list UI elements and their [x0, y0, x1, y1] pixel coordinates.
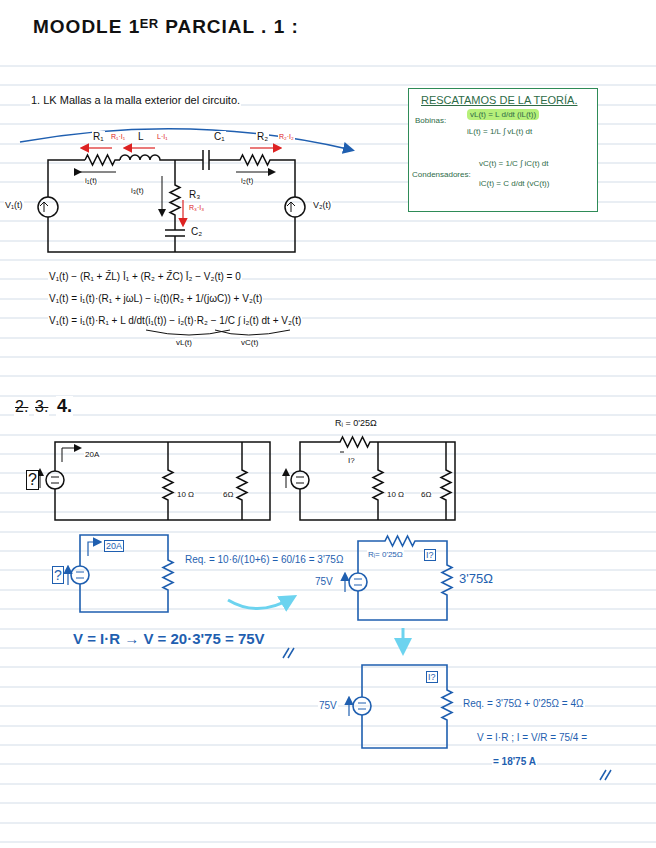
- resistance-label: 3'75Ω: [458, 572, 494, 587]
- current-label: I?: [424, 549, 436, 561]
- ruled-line: [0, 338, 656, 339]
- ruled-line: [0, 241, 656, 242]
- ruled-line: [0, 357, 656, 358]
- current-label: i₂(t): [240, 176, 254, 185]
- current-label: i₃(t): [130, 186, 145, 195]
- equation: Req. = 3'75Ω + 0'25Ω = 4Ω: [462, 698, 585, 710]
- page-title: MOODLE 1ᴱᴿ PARCIAL . 1 :: [32, 16, 300, 38]
- equation: Req. = 10·6/(10+6) = 60/16 = 3'75Ω: [184, 554, 344, 566]
- theory-formula-hl: vL(t) = L d/dt (iL(t)): [467, 109, 539, 120]
- mesh-arrow: [20, 129, 352, 150]
- resistance-label: Rᵢ = 0'25Ω: [334, 418, 378, 428]
- ruled-line: [0, 435, 656, 436]
- current-label: i₁(t): [84, 176, 98, 185]
- ruled-line: [0, 221, 656, 222]
- source-label: V₂(t): [312, 200, 332, 210]
- result: V = I·R → V = 20·3'75 = 75V: [72, 630, 266, 647]
- circuit-with-ri: [286, 437, 455, 520]
- ruled-line: [0, 590, 656, 591]
- struck-number: 2.: [14, 398, 29, 416]
- ruled-line: [0, 551, 656, 552]
- ruled-line: [0, 512, 656, 513]
- ruled-line: [0, 532, 656, 533]
- component-label: R₂: [256, 131, 269, 143]
- ruled-line: [0, 473, 656, 474]
- result: = 18'75 A: [492, 756, 537, 768]
- resistance-label: 10 Ω: [176, 490, 195, 499]
- ruled-line: [0, 687, 656, 688]
- unknown-mark: ?: [26, 470, 39, 490]
- ruled-line: [0, 764, 656, 765]
- current-label: 20A: [104, 540, 124, 552]
- component-label: C₁: [213, 131, 226, 143]
- voltage-note: R₃·I₃: [188, 204, 205, 212]
- theory-box: RESCATAMOS DE LA TEORÍA. Bobinas: vL(t) = …: [408, 88, 598, 212]
- ruled-line: [0, 609, 656, 610]
- ruled-line: [0, 260, 656, 261]
- source-label: 75V: [318, 700, 338, 712]
- voltage-note: L·I₁: [156, 133, 169, 141]
- blue-equivalent-circuits: [68, 535, 611, 780]
- component-label: C₂: [190, 226, 203, 238]
- component-label: L: [137, 131, 145, 143]
- ruled-line: [0, 842, 656, 843]
- component-label: R₁: [92, 131, 105, 143]
- equation: V = I·R ; I = V/R = 75/4 =: [476, 732, 588, 744]
- ruled-line: [0, 415, 656, 416]
- ruled-line: [0, 803, 656, 804]
- resistance-label: 6Ω: [222, 490, 234, 499]
- source-label: V₁(t): [4, 200, 24, 210]
- heading-note: 1. LK Mallas a la malla exterior del cir…: [30, 94, 241, 107]
- ruled-line: [0, 66, 656, 67]
- ruled-line: [0, 648, 656, 649]
- component-label: R₃: [188, 189, 201, 201]
- ruled-line: [0, 396, 656, 397]
- theory-formula: iC(t) = C d/dt (vC(t)): [479, 179, 549, 188]
- resistance-label: 6Ω: [420, 490, 432, 499]
- source-label: 75V: [314, 576, 334, 588]
- ruled-line: [0, 493, 656, 494]
- resistance-label: 10 Ω: [386, 490, 405, 499]
- current-label: I?: [347, 456, 356, 465]
- circuit-source-20a: [40, 442, 270, 520]
- equation: V₁(t) = i₁(t)·R₁ + L d/dt(i₁(t)) − i₂(t)…: [48, 315, 302, 327]
- ruled-line: [0, 376, 656, 377]
- equation: V₁(t) − (R₁ + Z̄L) Ī₁ + (R₂ + Z̄C) Ī₂ − …: [48, 271, 242, 283]
- ruled-line: [0, 745, 656, 746]
- ruled-line: [0, 823, 656, 824]
- ruled-line: [0, 85, 656, 86]
- current-label: 20A: [84, 450, 100, 459]
- struck-number: 3.: [34, 398, 49, 416]
- ruled-line: [0, 784, 656, 785]
- equation: V₁(t) = i₁(t)·(R₁ + jωL) − i₂(t)(R₂ + 1/…: [48, 293, 263, 305]
- voltage-note: R₂·I₂: [278, 133, 295, 141]
- exercise-number: 4.: [56, 396, 73, 417]
- unknown-mark: ?: [52, 566, 64, 584]
- voltage-arrows: [82, 148, 280, 225]
- voltage-note: R₁·I₁: [110, 133, 126, 141]
- theory-group: Bobinas:: [415, 116, 446, 125]
- brace-label: vC(t): [240, 338, 259, 347]
- theory-group: Condensadores:: [412, 170, 471, 179]
- mesh-circuit: [38, 150, 305, 335]
- ruled-lines: [0, 66, 656, 842]
- theory-formula: vC(t) = 1/C ∫ iC(t) dt: [479, 159, 549, 168]
- theory-formula: iL(t) = 1/L ∫ vL(t) dt: [467, 127, 532, 136]
- ruled-line: [0, 726, 656, 727]
- current-label: I?: [426, 671, 438, 683]
- ruled-line: [0, 570, 656, 571]
- ruled-line: [0, 667, 656, 668]
- brace-label: vL(t): [175, 338, 193, 347]
- theory-heading: RESCATAMOS DE LA TEORÍA.: [421, 94, 577, 107]
- resistance-label: Rᵢ= 0'25Ω: [367, 550, 404, 559]
